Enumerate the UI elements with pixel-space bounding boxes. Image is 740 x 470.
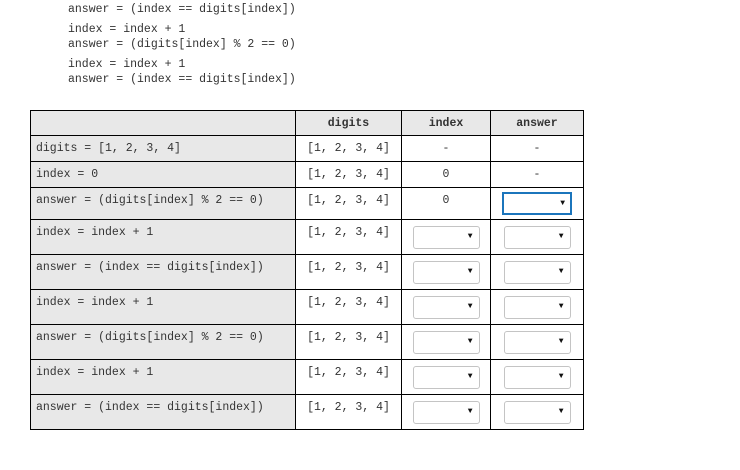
trace-row: answer = (digits[index] % 2 == 0) [1, 2,… [30,324,584,360]
statement-cell: answer = (index == digits[index]) [30,394,296,430]
index-dropdown[interactable] [412,365,480,389]
index-value-cell: ▼ [401,394,491,430]
answer-dropdown-wrapper: ▼ [503,295,571,319]
digits-value-cell: [1, 2, 3, 4] [295,135,402,162]
index-dropdown-wrapper: ▼ [412,225,480,249]
answer-dropdown[interactable] [503,330,571,354]
index-dropdown[interactable] [412,225,480,249]
digits-value-cell: [1, 2, 3, 4] [295,359,402,395]
index-dropdown[interactable] [412,295,480,319]
statement-cell: answer = (digits[index] % 2 == 0) [30,324,296,360]
index-dropdown-wrapper: ▼ [412,400,480,424]
code-line: index = index + 1 [68,58,186,71]
answer-dropdown[interactable] [503,260,571,284]
answer-dropdown-wrapper: ▼ [503,330,571,354]
index-value-cell: ▼ [401,219,491,255]
answer-value-cell: ▼ [490,394,584,430]
trace-row: answer = (index == digits[index]) [1, 2,… [30,254,584,290]
statement-cell: index = 0 [30,161,296,188]
answer-dropdown[interactable] [503,295,571,319]
index-value-cell: ▼ [401,359,491,395]
answer-dropdown[interactable] [503,400,571,424]
digits-value-cell: [1, 2, 3, 4] [295,161,402,188]
index-value-cell: ▼ [401,324,491,360]
index-value-cell: 0 [401,187,491,220]
code-trace-source: answer = (index == digits[index]) index … [68,2,296,87]
index-dropdown-wrapper: ▼ [412,330,480,354]
statement-cell: digits = [1, 2, 3, 4] [30,135,296,162]
index-dropdown-wrapper: ▼ [412,260,480,284]
index-dropdown-wrapper: ▼ [412,295,480,319]
answer-value-cell: ▼ [490,254,584,290]
answer-dropdown-wrapper: ▼ [503,260,571,284]
table-header-row: digits index answer [30,110,584,136]
answer-dropdown-wrapper: ▼ [502,192,572,215]
code-line: answer = (digits[index] % 2 == 0) [68,38,296,51]
statement-cell: answer = (digits[index] % 2 == 0) [30,187,296,220]
digits-value-cell: [1, 2, 3, 4] [295,254,402,290]
index-value-cell: ▼ [401,289,491,325]
trace-row: digits = [1, 2, 3, 4] [1, 2, 3, 4] - - [30,135,584,162]
answer-value-cell: ▼ [490,324,584,360]
header-index: index [401,110,491,136]
answer-value-cell: ▼ [490,219,584,255]
answer-value-cell: ▼ [490,187,584,220]
trace-row: index = 0 [1, 2, 3, 4] 0 - [30,161,584,188]
answer-dropdown-wrapper: ▼ [503,365,571,389]
digits-value-cell: [1, 2, 3, 4] [295,324,402,360]
code-line: answer = (index == digits[index]) [68,73,296,86]
answer-dropdown-wrapper: ▼ [503,225,571,249]
statement-cell: answer = (index == digits[index]) [30,254,296,290]
trace-row: answer = (digits[index] % 2 == 0) [1, 2,… [30,187,584,220]
trace-row: index = index + 1 [1, 2, 3, 4] ▼ ▼ [30,359,584,395]
statement-cell: index = index + 1 [30,219,296,255]
digits-value-cell: [1, 2, 3, 4] [295,219,402,255]
answer-value-cell: - [490,135,584,162]
index-value-cell: ▼ [401,254,491,290]
index-dropdown[interactable] [412,330,480,354]
trace-row: index = index + 1 [1, 2, 3, 4] ▼ ▼ [30,289,584,325]
code-line: answer = (index == digits[index]) [68,3,296,16]
answer-value-cell: ▼ [490,359,584,395]
answer-dropdown-wrapper: ▼ [503,400,571,424]
answer-dropdown[interactable] [502,192,572,215]
trace-row: answer = (index == digits[index]) [1, 2,… [30,394,584,430]
trace-row: index = index + 1 [1, 2, 3, 4] ▼ ▼ [30,219,584,255]
answer-value-cell: - [490,161,584,188]
answer-value-cell: ▼ [490,289,584,325]
index-dropdown-wrapper: ▼ [412,365,480,389]
header-digits: digits [295,110,402,136]
index-value-cell: 0 [401,161,491,188]
answer-dropdown[interactable] [503,365,571,389]
trace-table: digits index answer digits = [1, 2, 3, 4… [30,110,584,430]
statement-cell: index = index + 1 [30,289,296,325]
digits-value-cell: [1, 2, 3, 4] [295,394,402,430]
header-answer: answer [490,110,584,136]
statement-cell: index = index + 1 [30,359,296,395]
index-value-cell: - [401,135,491,162]
header-statement [30,110,296,136]
digits-value-cell: [1, 2, 3, 4] [295,187,402,220]
index-dropdown[interactable] [412,260,480,284]
digits-value-cell: [1, 2, 3, 4] [295,289,402,325]
code-line: index = index + 1 [68,23,186,36]
answer-dropdown[interactable] [503,225,571,249]
index-dropdown[interactable] [412,400,480,424]
